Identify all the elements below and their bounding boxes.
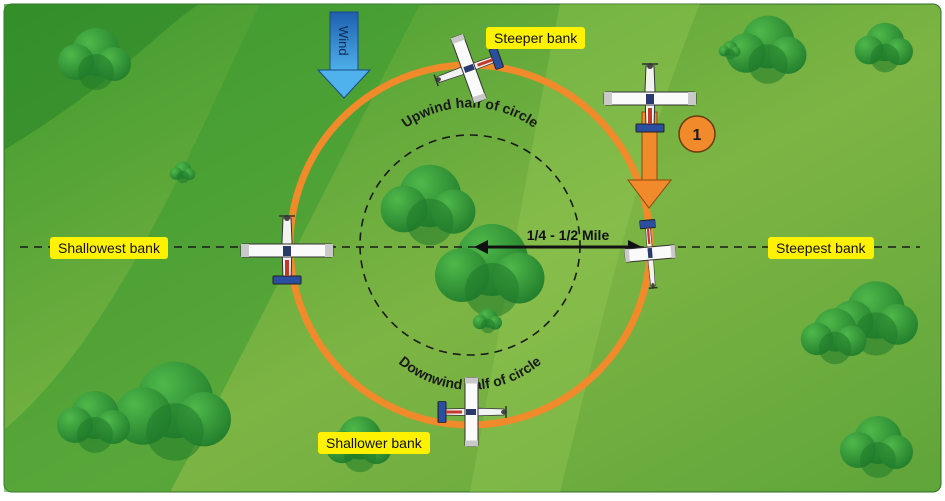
entry-number-badge: 1 <box>678 115 716 153</box>
field-strip-mid <box>4 4 420 492</box>
shallower-bank-label: Shallower bank <box>318 432 430 454</box>
wind-arrow-icon: Wind <box>316 11 372 99</box>
shallowest-bank-label: Shallowest bank <box>50 237 168 259</box>
steeper-bank-label: Steeper bank <box>486 27 586 49</box>
distance-label: 1/4 - 1/2 Mile <box>527 227 610 243</box>
wind-label: Wind <box>336 26 351 56</box>
entry-number: 1 <box>693 127 702 144</box>
steepest-bank-label: Steepest bank <box>768 237 874 259</box>
inner-reference-circle <box>359 134 581 356</box>
